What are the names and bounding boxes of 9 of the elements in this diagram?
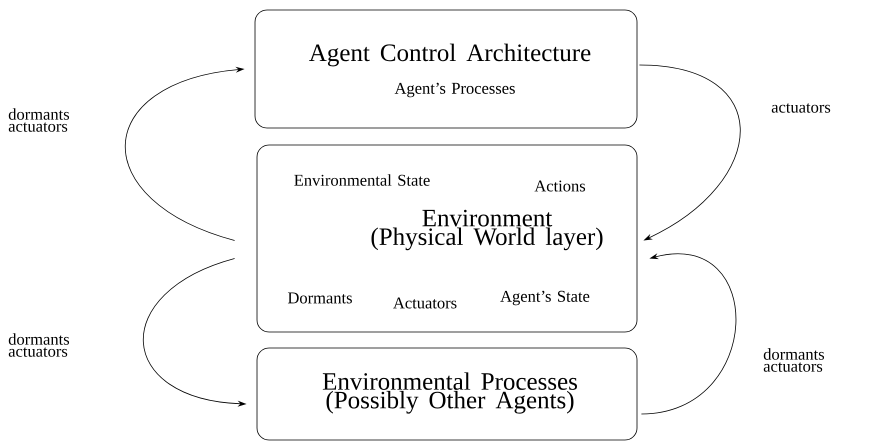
edge-label: dormants actuators (8, 108, 70, 132)
edge-label: dormants actuators (8, 333, 70, 357)
curved-arrow (641, 253, 736, 414)
edge-label: dormants actuators (764, 348, 824, 372)
curved-arrow (639, 64, 741, 240)
architecture-box: Agent Control Architecture Agent’s Processes (254, 10, 638, 128)
environment-box: Environmental State Actions Environment (Physical World layer) Dormants Actuators Agent’s State (256, 144, 638, 332)
processes-box: Environmental Processes (Possibly Other Agents) (256, 348, 638, 440)
edge-label: actuators (772, 103, 830, 113)
